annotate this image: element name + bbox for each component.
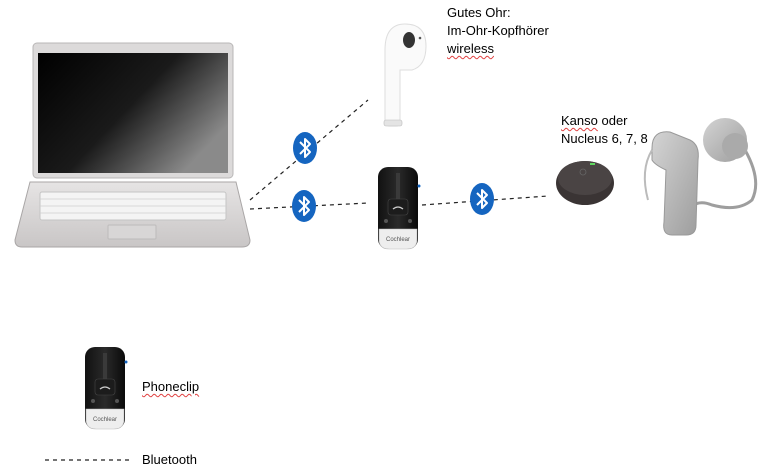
legend-phoneclip-icon xyxy=(84,346,126,430)
earbud-label: Gutes Ohr: Im-Ohr-Kopfhörer wireless xyxy=(447,4,549,58)
processor-label-line2: Nucleus 6, 7, 8 xyxy=(561,131,648,146)
nucleus-processor-icon xyxy=(643,118,758,236)
wireless-earbud-icon xyxy=(383,23,427,127)
bluetooth-icon xyxy=(469,182,495,216)
connection-laptop-earbud xyxy=(249,99,369,201)
laptop-icon xyxy=(14,42,251,248)
connection-phoneclip-processor xyxy=(421,195,549,206)
legend-bluetooth-label: Bluetooth xyxy=(142,452,197,467)
processor-label-oder: oder xyxy=(597,113,628,128)
processor-label: Kanso oder Nucleus 6, 7, 8 xyxy=(561,112,648,148)
kanso-processor-icon xyxy=(556,161,614,205)
earbud-label-line3: wireless xyxy=(447,41,494,56)
processor-label-kanso: Kanso xyxy=(561,113,598,128)
bluetooth-icon xyxy=(291,189,317,223)
legend-phoneclip-label: Phoneclip xyxy=(142,379,200,394)
earbud-label-line2: Im-Ohr-Kopfhörer xyxy=(447,23,549,38)
bluetooth-icon xyxy=(292,131,318,165)
phoneclip-icon xyxy=(377,166,419,250)
earbud-label-line1: Gutes Ohr: xyxy=(447,5,511,20)
